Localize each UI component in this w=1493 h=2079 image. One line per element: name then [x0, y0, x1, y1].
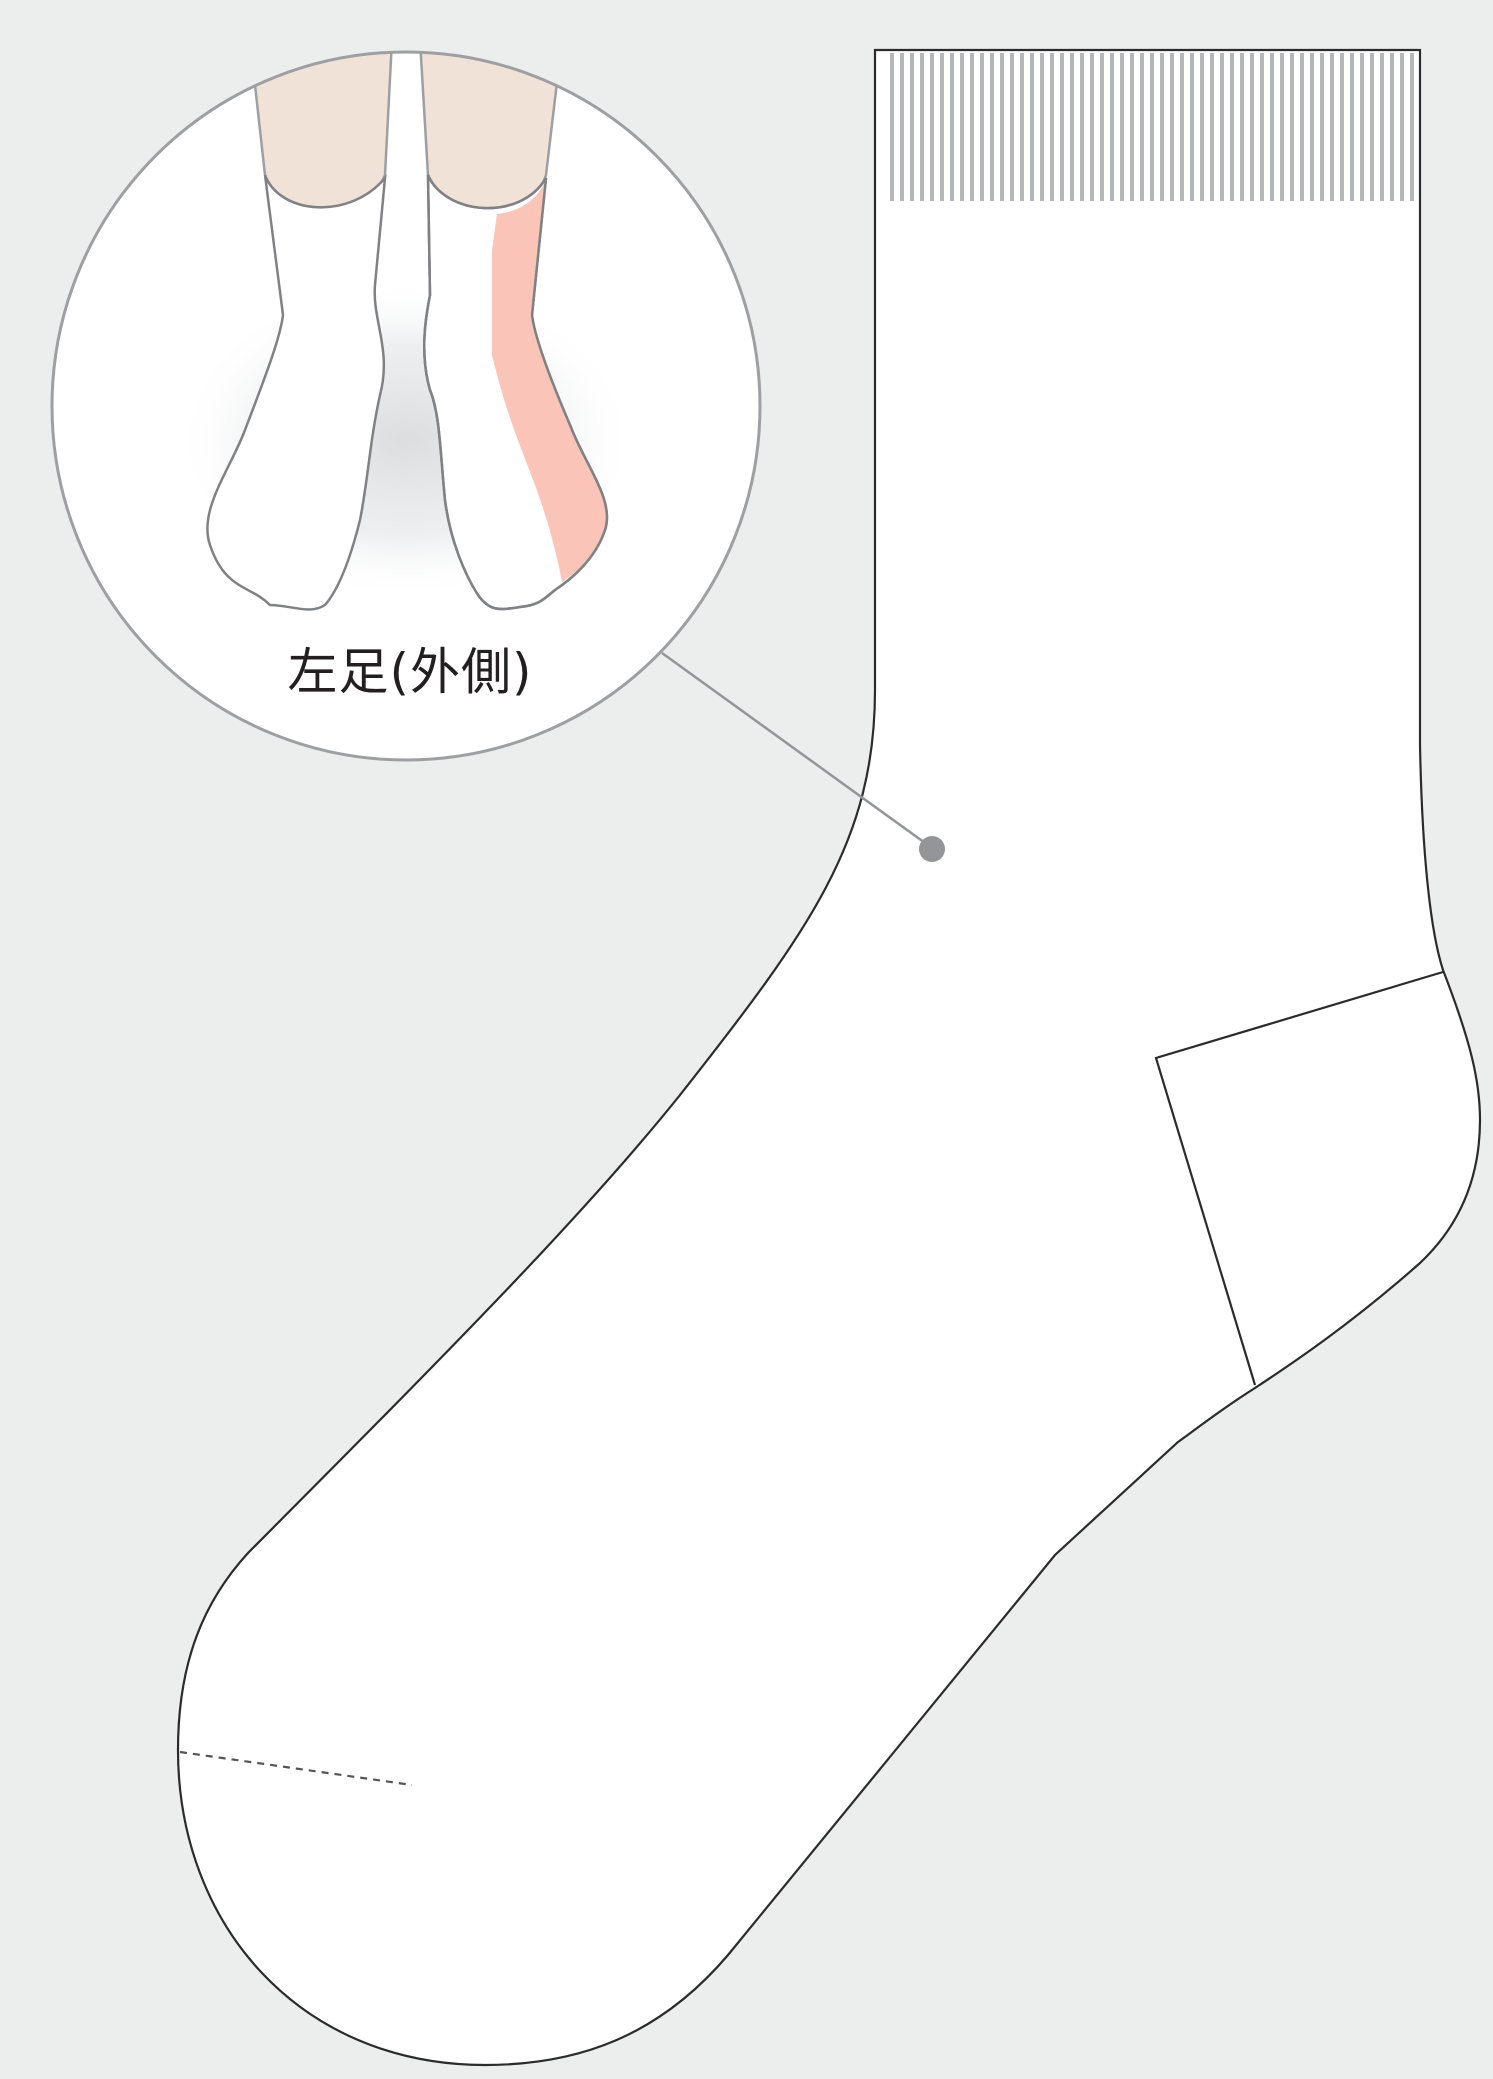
callout-label: 左足(外側)	[287, 643, 533, 701]
callout-pointer-dot	[919, 836, 945, 862]
outer-side-highlight	[492, 178, 607, 582]
ribbed-cuff	[884, 53, 1414, 201]
callout-pointer-line	[661, 651, 933, 850]
left-sock-figure	[206, 174, 387, 611]
heel-panel	[1154, 970, 1444, 1386]
toe-seam	[179, 1750, 413, 1787]
sock-outline	[176, 48, 1482, 2067]
callout-magnifier	[50, 50, 762, 762]
